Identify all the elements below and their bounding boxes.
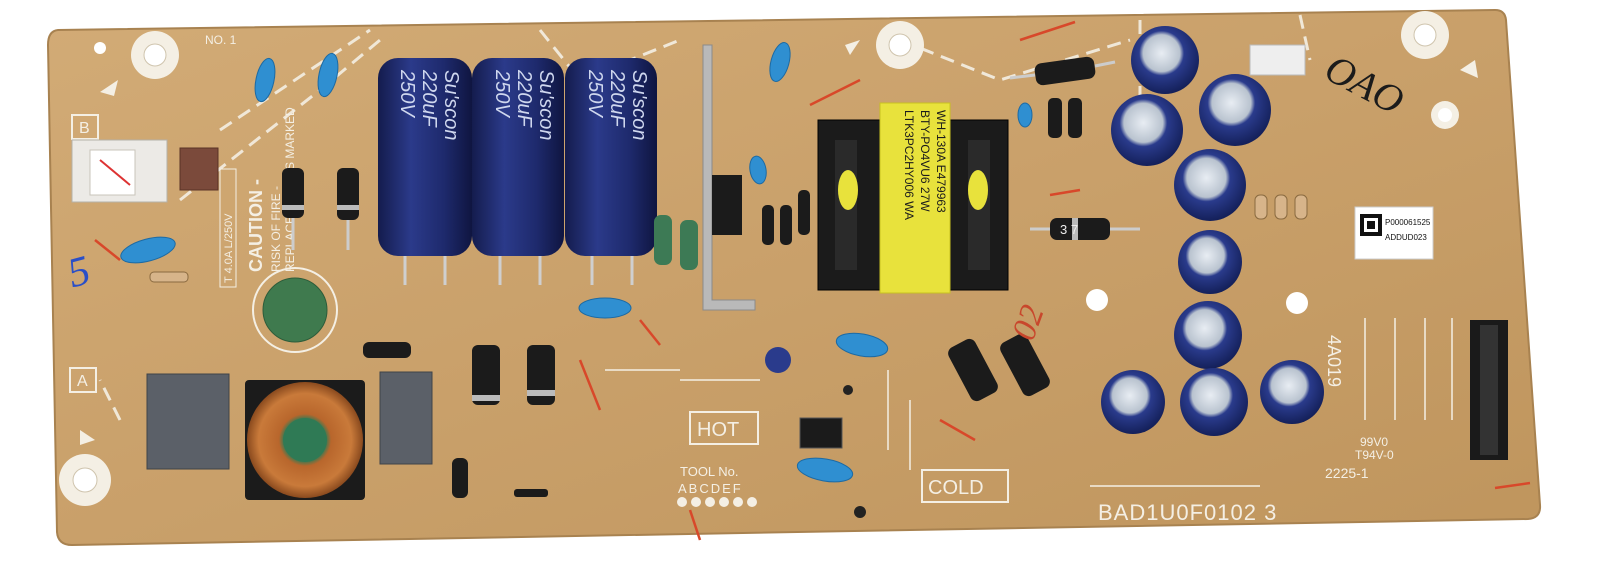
svg-text:T 4.0A L/250V: T 4.0A L/250V (223, 213, 235, 283)
film-capacitor (179, 147, 219, 191)
section-a-box (69, 367, 97, 393)
svg-text:LTK3PC2HY006 WA: LTK3PC2HY006 WA (902, 110, 916, 220)
input-connector (71, 139, 168, 203)
red-marker-strokes (94, 20, 1531, 541)
x-capacitors (146, 371, 433, 470)
date-code: 2225-1 (1325, 465, 1369, 481)
svg-text:WH-130A E479963: WH-130A E479963 (934, 110, 948, 213)
varistor (262, 277, 328, 343)
diodes-right (948, 56, 1140, 402)
power-resistors (654, 215, 698, 270)
diode-mark: 3 7 (1060, 222, 1078, 237)
transformer-label: LTK3PC2HY006 WA BTY-PO4VU6 27W WH-130A E… (902, 110, 948, 220)
section-a-label: A (77, 373, 88, 390)
common-mode-choke (245, 380, 365, 500)
svg-text:220uF: 220uF (513, 69, 535, 128)
varistor-outline (252, 267, 338, 353)
ul-mark-2: T94V-0 (1355, 448, 1394, 462)
svg-text:BTY-PO4VU6 27W: BTY-PO4VU6 27W (918, 110, 932, 212)
no-label: NO. 1 (205, 33, 237, 47)
qr-sticker: P000061525 ADDUD023 (1354, 206, 1434, 260)
svg-text:RISK OF FIRE -: RISK OF FIRE - (269, 186, 283, 272)
fuse-rating: T 4.0A L/250V (219, 168, 237, 288)
cap-leads (403, 256, 634, 285)
mounting-holes (59, 11, 1459, 518)
svg-text:Su'scon: Su'scon (628, 70, 650, 141)
svg-text:Su'scon: Su'scon (535, 70, 557, 141)
ceramic-capacitors (120, 42, 1033, 483)
tool-dots (677, 497, 757, 507)
bulk-capacitors (378, 58, 657, 256)
svg-text:CAUTION -: CAUTION - (246, 179, 266, 272)
vertical-code: 4A019 (1324, 335, 1344, 387)
output-connector (1470, 320, 1508, 460)
svg-text:220uF: 220uF (418, 69, 440, 128)
svg-text:P000061525: P000061525 (1385, 218, 1431, 227)
small-components-mid (762, 98, 1082, 373)
output-capacitors (1101, 26, 1324, 436)
section-b-box (71, 114, 99, 140)
hot-box (689, 411, 759, 445)
heatsink (702, 44, 756, 311)
silkscreen-arrows (80, 40, 1478, 445)
svg-text:250V: 250V (584, 69, 606, 118)
optocoupler (799, 417, 843, 449)
svg-text:220uF: 220uF (606, 69, 628, 128)
svg-text:4A019: 4A019 (1324, 335, 1344, 387)
svg-text:250V: 250V (396, 69, 418, 118)
fan-connector (1249, 44, 1306, 76)
section-b-label: B (79, 120, 90, 137)
cold-box (921, 469, 1009, 503)
transformer (817, 102, 1009, 294)
diodes-left (282, 168, 555, 498)
svg-text:250V: 250V (491, 69, 513, 118)
tool-letters: ABCDEF (678, 481, 743, 496)
model-code: BAD1U0F0102 3 (1098, 500, 1277, 525)
silkscreen-traces (605, 318, 1453, 487)
cold-label: COLD (928, 477, 984, 499)
svg-text:ADDUD023: ADDUD023 (1385, 233, 1427, 242)
tool-label: TOOL No. (680, 464, 739, 479)
bulk-cap-labels: Su'scon 220uF 250V Su'scon 220uF 250V Su… (396, 69, 650, 141)
hot-label: HOT (697, 419, 739, 441)
ul-mark-1: 99V0 (1360, 435, 1388, 449)
svg-text:Su'scon: Su'scon (440, 70, 462, 141)
small-resistors (149, 194, 1308, 283)
